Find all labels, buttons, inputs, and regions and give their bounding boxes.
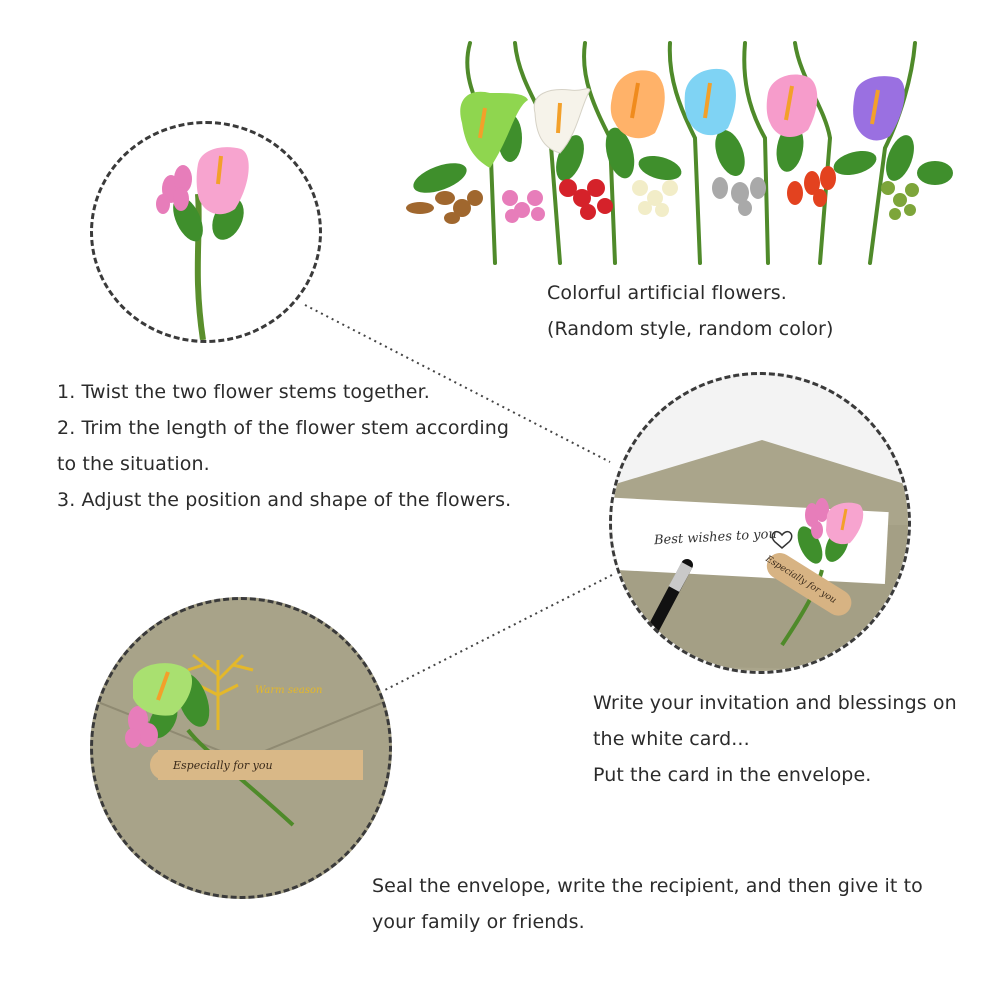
dotted-connector-bottom [384, 574, 613, 691]
single-flower-circle [90, 121, 322, 343]
calla-purple [853, 76, 905, 141]
calla-blue [684, 68, 736, 136]
flowers-caption-line1: Colorful artificial flowers. [547, 282, 787, 304]
step-1: 1. Twist the two flower stems together. [57, 381, 430, 403]
card-caption-line1: Write your invitation and blessings on [593, 692, 957, 714]
step-3: 3. Adjust the position and shape of the … [57, 489, 512, 511]
card-caption-line2: the white card... [593, 728, 750, 750]
calla-green [460, 91, 528, 168]
card-caption: Write your invitation and blessings on t… [593, 685, 957, 793]
calla-white [533, 88, 591, 154]
berry-clusters [406, 166, 919, 224]
step-2-cont: to the situation. [57, 453, 210, 475]
gold-print-text: Warm season [255, 685, 323, 696]
flowers-caption: Colorful artificial flowers. (Random sty… [547, 275, 833, 347]
card-envelope-circle: Best wishes to you Especially for you [609, 372, 911, 674]
steps-text: 1. Twist the two flower stems together. … [57, 374, 511, 518]
envelope-caption-line1: Seal the envelope, write the recipient, … [372, 875, 923, 897]
envelope-tag-text: Especially for you [173, 759, 273, 772]
calla-orange [610, 70, 665, 139]
card-caption-line3: Put the card in the envelope. [593, 764, 872, 786]
envelope-caption-line2: your family or friends. [372, 911, 585, 933]
gold-tree-print [187, 653, 254, 730]
calla-pink [766, 74, 818, 138]
step-2: 2. Trim the length of the flower stem ac… [57, 417, 510, 439]
flower-row-image [400, 38, 960, 268]
sealed-envelope-circle: Warm season Especially for you [90, 597, 392, 899]
flowers-caption-line2: (Random style, random color) [547, 318, 834, 340]
envelope-caption: Seal the envelope, write the recipient, … [372, 868, 923, 940]
